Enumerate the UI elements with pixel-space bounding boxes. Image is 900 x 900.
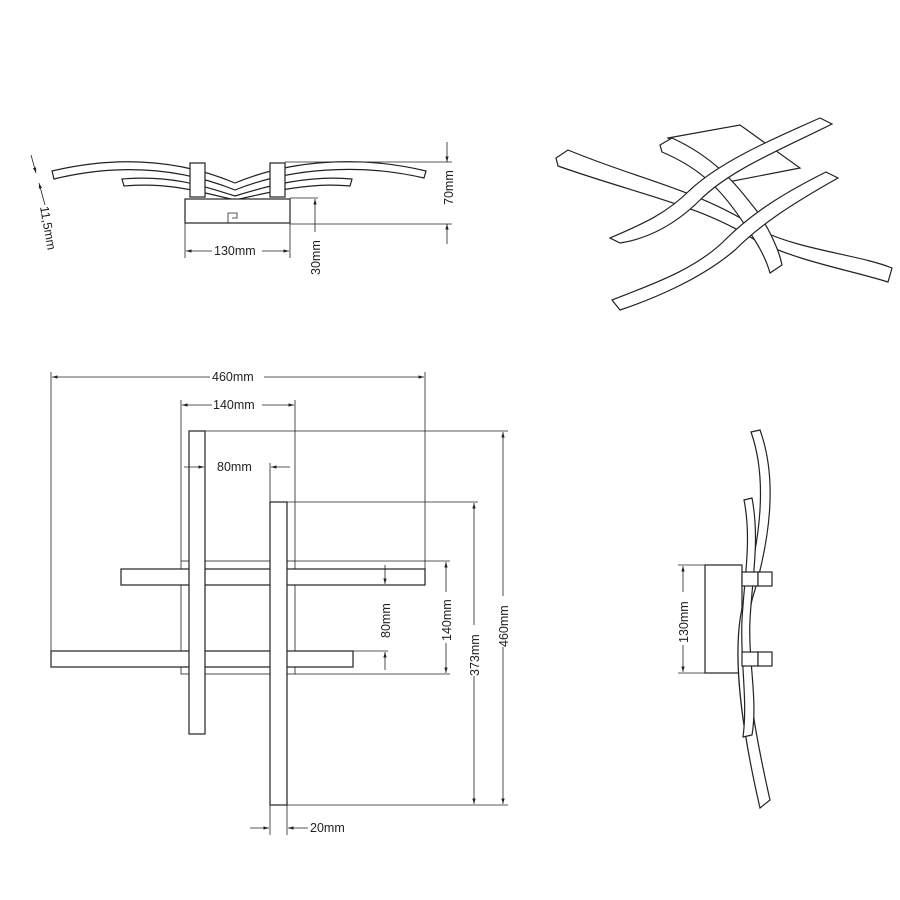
end-view: 130mm <box>677 429 773 810</box>
dim-70mm: 70mm <box>442 170 456 205</box>
base-box <box>184 198 291 224</box>
dim-460mm-width: 460mm <box>212 370 254 384</box>
dim-130mm: 130mm <box>214 244 256 258</box>
dim-20mm: 20mm <box>310 821 345 835</box>
end-view-mount-bottom <box>741 651 759 667</box>
dim-11-5mm: 11,5mm <box>37 205 58 251</box>
base-notch <box>227 212 238 223</box>
perspective-view <box>555 117 893 311</box>
dim-130mm-end: 130mm <box>677 601 691 643</box>
vertical-bar-right <box>269 501 288 806</box>
end-view-mount-top <box>741 571 759 587</box>
top-view: 460mm 140mm 80mm 80mm 140mm 373mm 46 <box>50 370 511 835</box>
dim-460mm-height: 460mm <box>497 605 511 647</box>
mount-block-right <box>269 162 286 198</box>
perspective-bar-4 <box>611 171 840 311</box>
mount-block-left <box>189 162 206 198</box>
vertical-bar-left <box>188 430 206 735</box>
side-view: 70mm 30mm 130mm 11,5mm <box>30 142 456 275</box>
dim-140mm-width: 140mm <box>213 398 255 412</box>
dim-140mm-height: 140mm <box>440 599 454 641</box>
dim-30mm: 30mm <box>309 240 323 275</box>
end-view-cap-top <box>757 571 773 587</box>
upper-curved-bar <box>51 161 427 191</box>
dim-373mm: 373mm <box>468 634 482 676</box>
dim-80mm-horizontal: 80mm <box>217 460 252 474</box>
end-view-cap-bottom <box>757 651 773 667</box>
base-plate <box>180 560 296 675</box>
perspective-bar-2 <box>659 137 783 274</box>
dim-80mm-vertical: 80mm <box>379 603 393 638</box>
end-view-base <box>704 564 743 674</box>
perspective-bar-3 <box>608 117 834 244</box>
